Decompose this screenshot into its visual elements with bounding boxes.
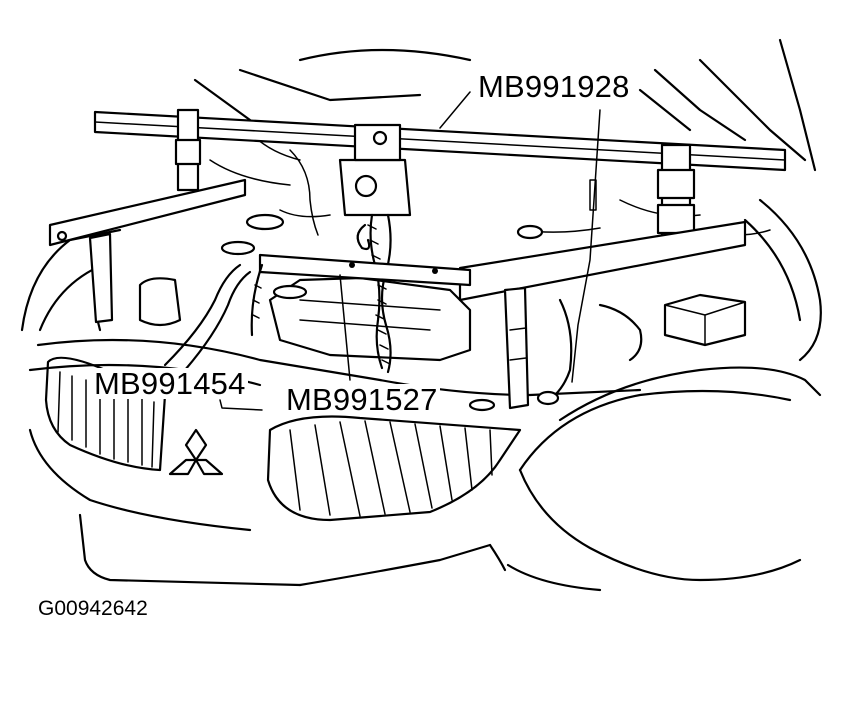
grille-left: [44, 356, 167, 472]
engine-hanger-beam: [93, 108, 787, 242]
callout-mb991928: MB991928: [476, 69, 632, 104]
callout-mb991454: MB991454: [92, 366, 248, 401]
hoist-chains: [356, 213, 392, 374]
hood-outline: [193, 38, 817, 172]
leader-lines: [219, 91, 601, 411]
vehicle-body: [20, 198, 822, 592]
figure-id: G00942642: [38, 597, 148, 620]
mitsubishi-logo-icon: [168, 428, 224, 476]
callout-mb991527: MB991527: [284, 382, 440, 417]
grille-right: [266, 415, 522, 522]
hanger-side-arms: [48, 178, 747, 410]
